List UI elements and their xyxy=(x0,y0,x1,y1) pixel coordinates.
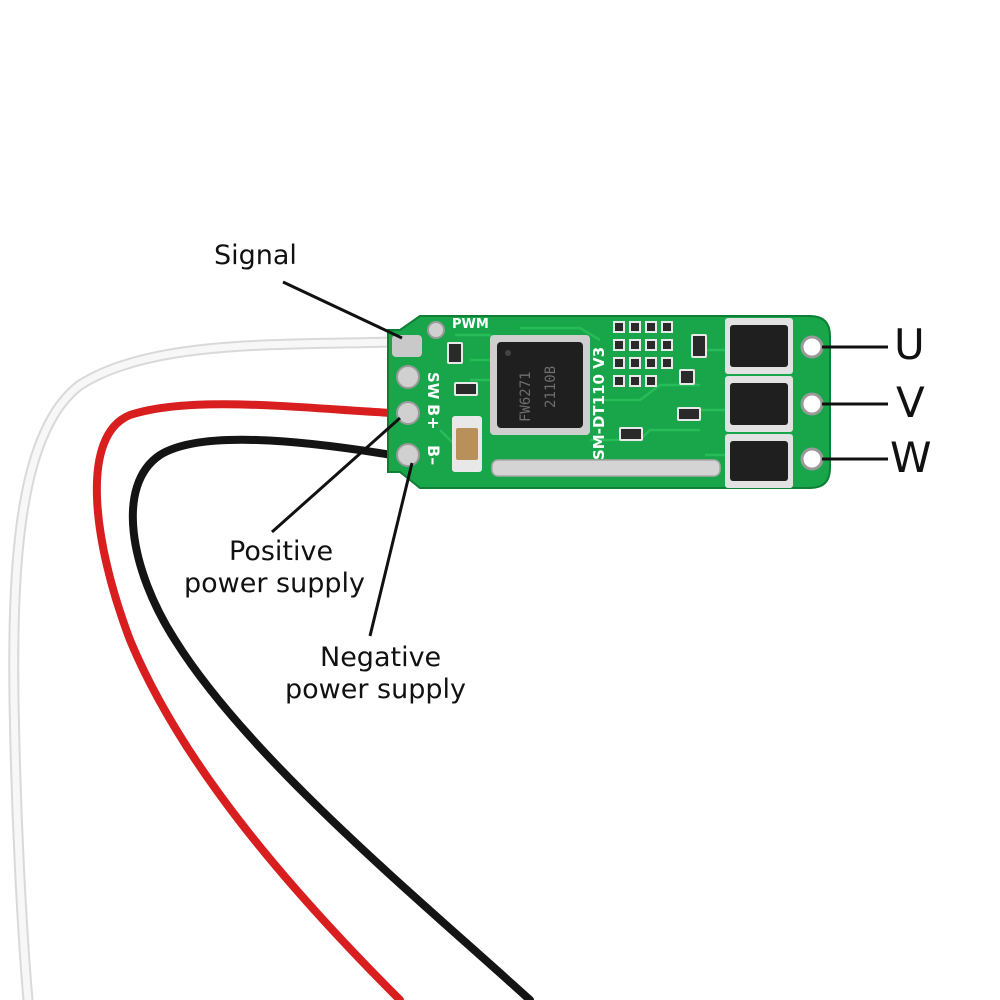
phase-u-label: U xyxy=(894,320,925,369)
silk-bplus: B+ xyxy=(424,404,443,430)
pad-v xyxy=(800,392,824,416)
solder-bar xyxy=(491,459,721,477)
silk-model: SM-DT110 V3 xyxy=(590,347,608,460)
mosfets xyxy=(725,318,793,488)
pad-bplus xyxy=(396,401,420,425)
positive-wire xyxy=(92,400,404,1000)
ic-marking-1: FW6271 xyxy=(518,371,534,422)
solder-pads xyxy=(392,321,445,467)
negative-wire xyxy=(128,435,534,1000)
leader-signal xyxy=(282,280,403,340)
pad-bminus xyxy=(396,443,420,467)
negative-label-line2: power supply xyxy=(285,674,466,705)
signal-wire-inner xyxy=(10,338,394,1000)
pad-u xyxy=(800,335,824,359)
leader-lines xyxy=(271,280,888,637)
pad-signal xyxy=(392,335,422,357)
capacitor xyxy=(452,416,482,472)
silk-pwm: PWM xyxy=(452,317,489,332)
pad-w xyxy=(800,447,824,471)
leader-negative xyxy=(368,462,414,637)
main-ic: FW6271 2110B xyxy=(490,335,590,435)
negative-label-line1: Negative xyxy=(320,642,442,673)
resistor-array xyxy=(613,321,673,387)
ic-marking-2: 2110B xyxy=(543,366,559,408)
silk-sw: SW xyxy=(424,372,442,400)
phase-v-label: V xyxy=(896,378,925,427)
esc-board: PWM SW B+ B– SM-DT110 V3 xyxy=(387,315,831,489)
positive-label-line1: Positive xyxy=(229,536,334,567)
wires xyxy=(8,336,534,1000)
pad-sw xyxy=(396,365,420,389)
phase-w-label: W xyxy=(890,433,932,482)
silk-bminus: B– xyxy=(424,445,443,465)
phase-pads xyxy=(800,335,824,471)
positive-label-line2: power supply xyxy=(184,568,365,599)
pad-pwm xyxy=(427,321,445,339)
signal-label: Signal xyxy=(214,240,297,271)
smd-components xyxy=(447,334,707,441)
leader-positive xyxy=(271,416,401,534)
